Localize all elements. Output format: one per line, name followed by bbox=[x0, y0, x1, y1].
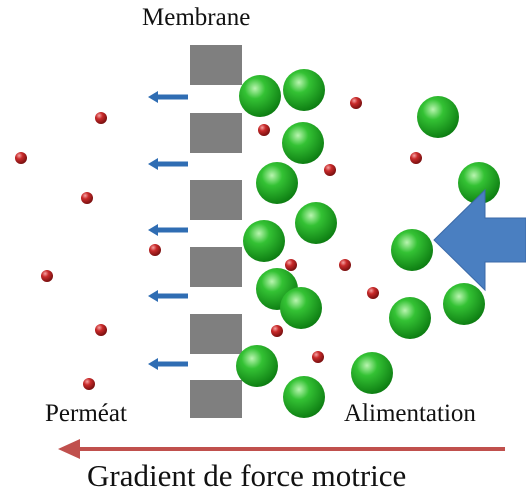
large-molecule bbox=[239, 75, 281, 117]
large-molecule bbox=[389, 297, 431, 339]
small-molecule bbox=[410, 152, 422, 164]
small-molecule bbox=[95, 112, 107, 124]
big-left-arrow-icon bbox=[433, 188, 526, 292]
large-molecule bbox=[256, 162, 298, 204]
membrane-block bbox=[190, 45, 242, 85]
small-molecule bbox=[367, 287, 379, 299]
membrane-block bbox=[190, 314, 242, 354]
permeation-arrows bbox=[148, 91, 188, 370]
large-molecule bbox=[295, 202, 337, 244]
small-left-arrow-icon bbox=[148, 91, 188, 103]
membrane-block bbox=[190, 247, 242, 287]
small-molecule bbox=[285, 259, 297, 271]
large-molecule bbox=[458, 162, 500, 204]
large-molecule bbox=[417, 96, 459, 138]
large-molecule bbox=[280, 287, 322, 329]
large-molecule bbox=[283, 376, 325, 418]
small-molecule bbox=[350, 97, 362, 109]
large-molecules bbox=[236, 69, 500, 418]
small-molecule bbox=[41, 270, 53, 282]
gradient-label: Gradient de force motrice bbox=[87, 458, 407, 493]
large-molecule bbox=[283, 69, 325, 111]
permeate-label: Perméat bbox=[45, 400, 127, 427]
small-molecule bbox=[81, 192, 93, 204]
small-left-arrow-icon bbox=[148, 158, 188, 170]
small-molecule bbox=[324, 164, 336, 176]
large-molecule bbox=[243, 220, 285, 262]
small-molecules bbox=[15, 97, 422, 390]
membrane-block bbox=[190, 180, 242, 220]
small-left-arrow-icon bbox=[148, 358, 188, 370]
membrane bbox=[190, 45, 242, 418]
feed-label: Alimentation bbox=[344, 400, 476, 427]
small-molecule bbox=[95, 324, 107, 336]
small-molecule bbox=[271, 325, 283, 337]
membrane-block bbox=[190, 380, 242, 418]
large-molecule bbox=[391, 229, 433, 271]
small-molecule bbox=[312, 351, 324, 363]
small-molecule bbox=[258, 124, 270, 136]
membrane-block bbox=[190, 113, 242, 153]
small-molecule bbox=[83, 378, 95, 390]
small-molecule bbox=[149, 244, 161, 256]
large-molecule bbox=[443, 283, 485, 325]
small-left-arrow-icon bbox=[148, 224, 188, 236]
long-left-arrow-icon bbox=[58, 439, 505, 459]
small-molecule bbox=[15, 152, 27, 164]
large-molecule bbox=[236, 345, 278, 387]
large-molecule bbox=[351, 352, 393, 394]
large-molecule bbox=[282, 122, 324, 164]
small-left-arrow-icon bbox=[148, 290, 188, 302]
membrane-label: Membrane bbox=[142, 4, 251, 31]
small-molecule bbox=[339, 259, 351, 271]
